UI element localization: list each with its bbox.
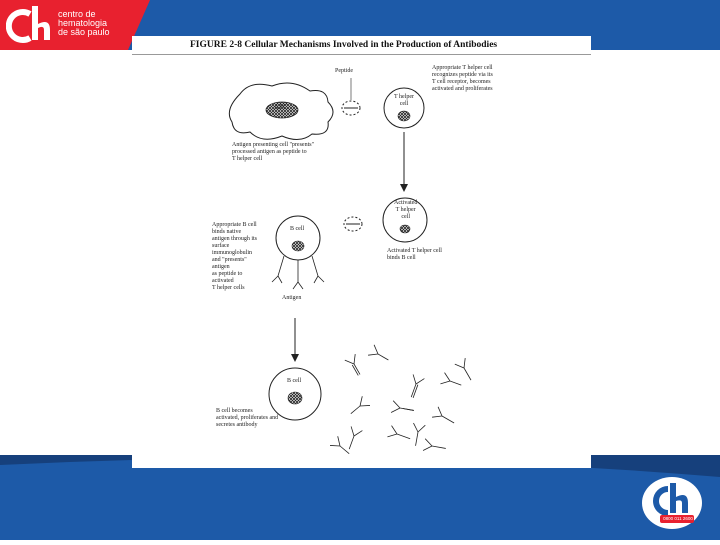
label-apc: APC — [274, 104, 288, 111]
caption-line: T helper cells — [212, 285, 257, 292]
diagram — [132, 36, 591, 468]
caption-line: activated and proliferates — [432, 86, 493, 93]
caption-line: activated — [212, 278, 257, 285]
caption-line: antigen — [212, 264, 257, 271]
secreted-antibodies — [330, 345, 476, 459]
surface-antibodies — [272, 256, 324, 289]
label-b-cell: B cell — [290, 226, 304, 233]
t-helper-nucleus — [398, 111, 410, 121]
caption-line: Activated T helper cell — [387, 248, 442, 255]
caption-t-helper: Appropriate T helper cell recognizes pep… — [432, 65, 493, 93]
caption-line: binds B cell — [387, 255, 442, 262]
caption-line: recognizes peptide via its — [432, 72, 493, 79]
caption-line: Appropriate B cell — [212, 222, 257, 229]
caption-line: processed antigen as peptide to — [232, 149, 314, 156]
label-line: cell — [394, 214, 417, 221]
logo-text: centro de hematologia de são paulo — [58, 10, 110, 37]
label-peptide: Peptide — [335, 68, 353, 75]
logo-icon — [6, 4, 56, 46]
caption-line: as peptide to — [212, 271, 257, 278]
caption-apc: Antigen presenting cell "presents" proce… — [232, 142, 314, 163]
label-t-helper: T helper cell — [394, 94, 414, 108]
footer-badge-text: 0800 011 2600 — [662, 516, 694, 522]
caption-line: Appropriate T helper cell — [432, 65, 493, 72]
figure-panel: FIGURE 2-8 Cellular Mechanisms Involved … — [132, 36, 591, 468]
label-line: cell — [394, 101, 414, 108]
label-b-cell-final: B cell — [287, 378, 301, 385]
caption-line: T helper cell — [232, 156, 314, 163]
caption-line: surface — [212, 243, 257, 250]
caption-line: T cell receptor, becomes — [432, 79, 493, 86]
caption-line: secretes antibody — [216, 422, 278, 429]
label-line: T helper — [394, 207, 417, 214]
caption-line: antigen through its — [212, 236, 257, 243]
label-line: T helper — [394, 94, 414, 101]
footer-logo: 0800 011 2600 — [640, 475, 704, 531]
caption-line: Antigen presenting cell "presents" — [232, 142, 314, 149]
caption-b-cell-final: B cell becomes activated, proliferates a… — [216, 408, 278, 429]
label-activated-t-helper: Activated T helper cell — [394, 200, 417, 221]
label-line: Activated — [394, 200, 417, 207]
caption-line: immunoglobulin — [212, 250, 257, 257]
caption-line: activated, proliferates and — [216, 415, 278, 422]
arrow-head-2 — [291, 354, 299, 362]
caption-line: B cell becomes — [216, 408, 278, 415]
footer-logo-icon — [640, 475, 704, 531]
b-cell-nucleus — [292, 241, 304, 251]
logo-line: de são paulo — [58, 28, 110, 37]
arrow-head-1 — [400, 184, 408, 192]
caption-activated: Activated T helper cell binds B cell — [387, 248, 442, 262]
caption-line: binds native — [212, 229, 257, 236]
caption-b-cell: Appropriate B cell binds native antigen … — [212, 222, 257, 292]
b-cell-outline — [276, 216, 320, 260]
label-antigen: Antigen — [282, 295, 301, 302]
caption-line: and "presents" — [212, 257, 257, 264]
activated-t-helper-nucleus — [400, 225, 410, 233]
b-cell-final-nucleus — [288, 392, 302, 404]
